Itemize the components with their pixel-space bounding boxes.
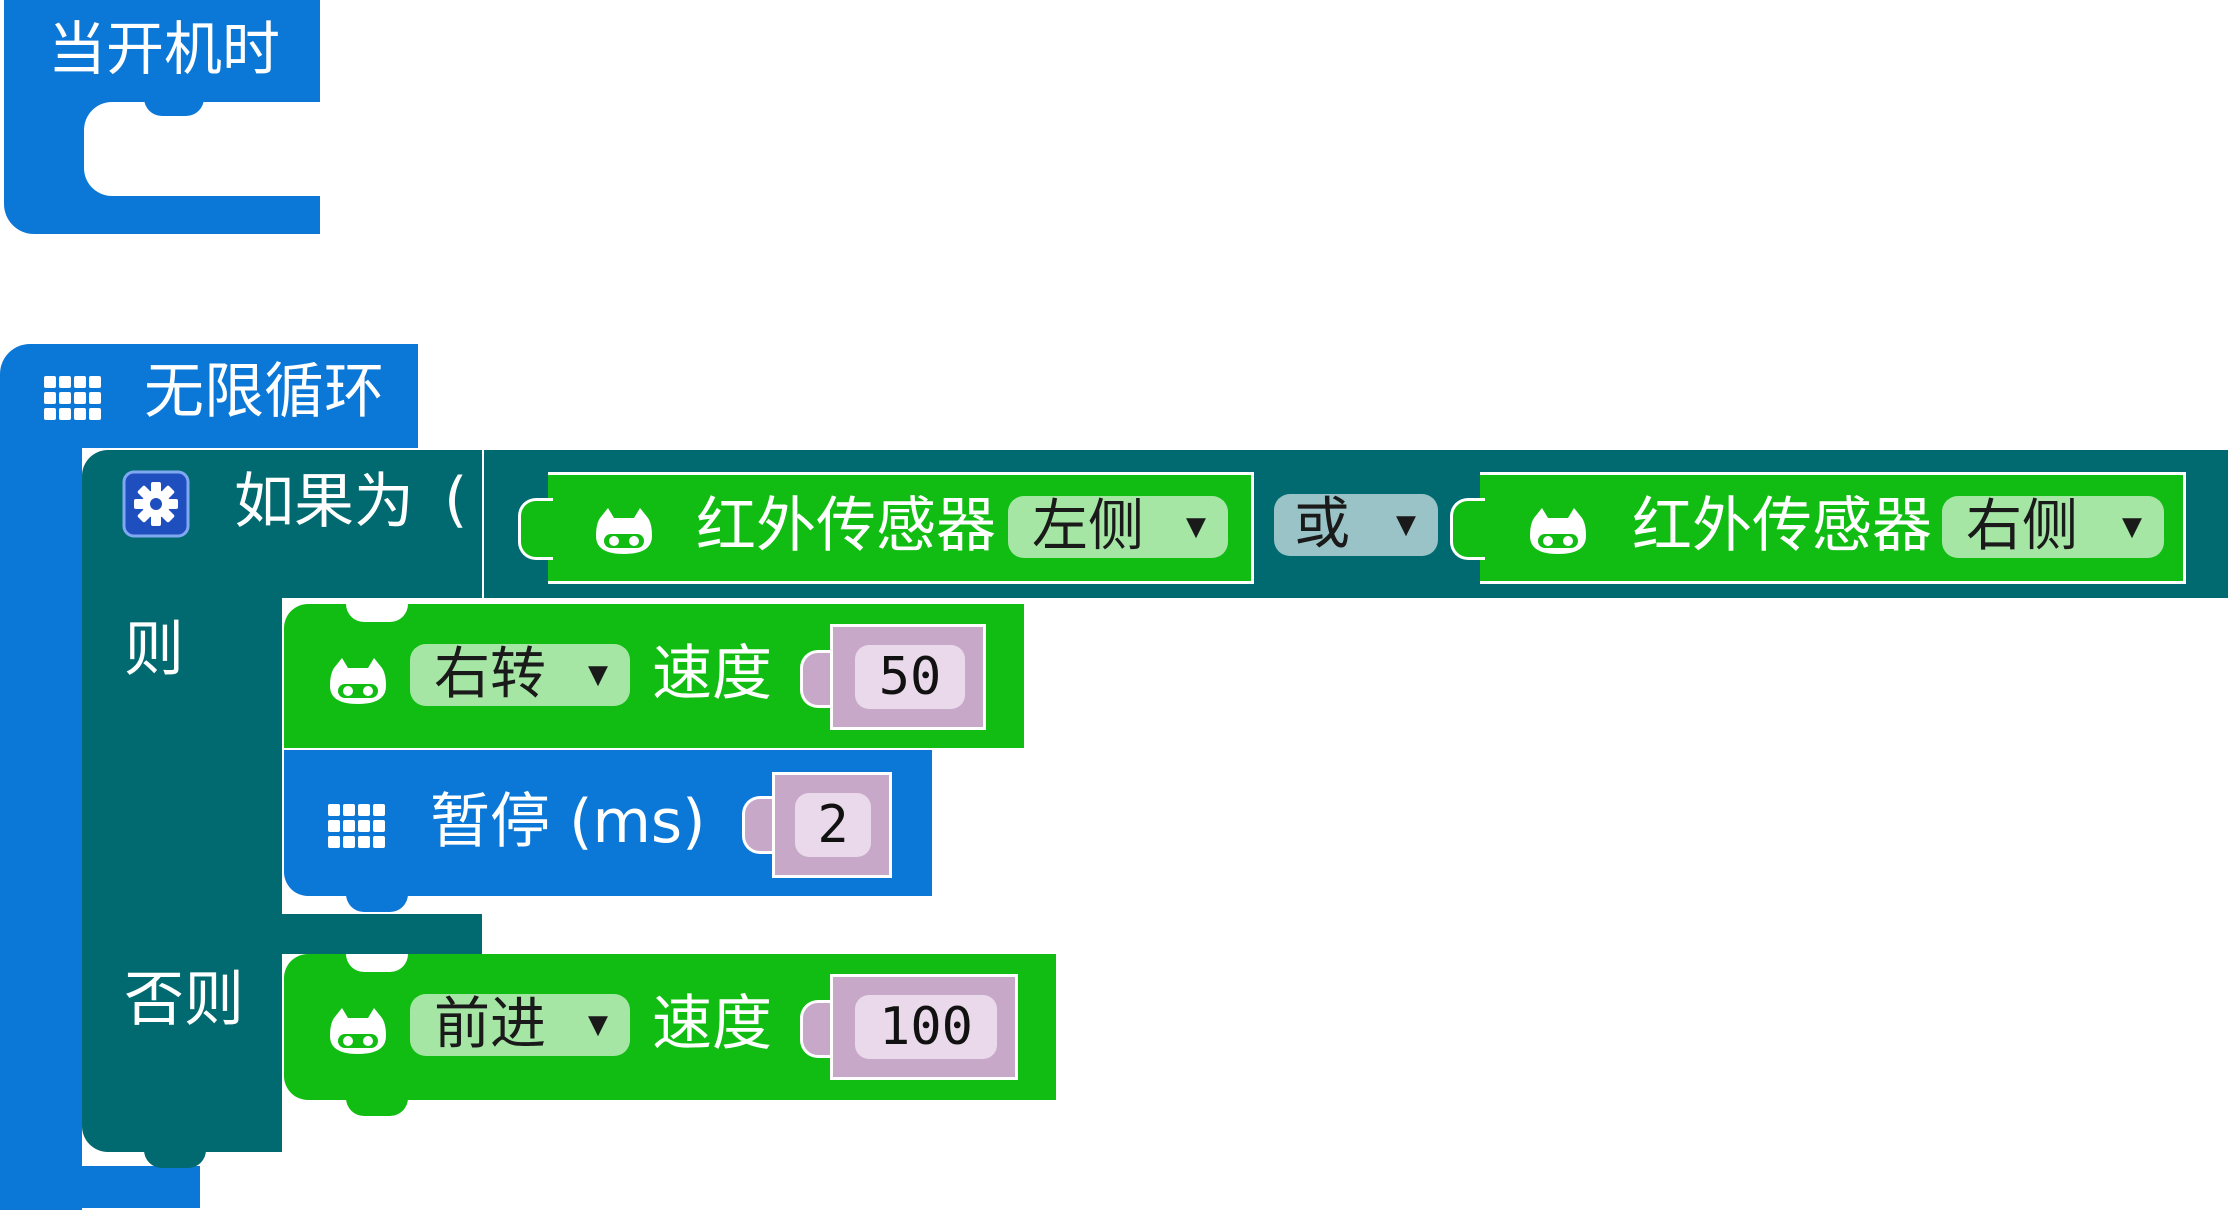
then-label: 则 bbox=[124, 615, 184, 685]
cat-robot-icon bbox=[1528, 508, 1588, 560]
if-else-tab bbox=[144, 1150, 206, 1168]
right-side-value: 右侧 bbox=[1966, 494, 2078, 559]
on-start-block[interactable] bbox=[4, 0, 320, 234]
left-sensor-label: 红外传感器 bbox=[696, 491, 996, 561]
cat-robot-icon bbox=[328, 658, 388, 710]
grid-icon bbox=[44, 376, 102, 424]
chevron-down-icon: ▼ bbox=[588, 660, 608, 690]
forever-footer bbox=[0, 1166, 200, 1208]
pause-input[interactable]: 2 bbox=[795, 793, 871, 857]
forever-body bbox=[0, 440, 82, 1210]
chevron-down-icon: ▼ bbox=[2122, 512, 2142, 542]
pause-slot: 2 bbox=[772, 772, 892, 878]
if-condition-gap bbox=[482, 450, 484, 598]
move-speed-input[interactable]: 100 bbox=[855, 995, 997, 1059]
right-side-dropdown[interactable]: 右侧 ▼ bbox=[1942, 496, 2164, 558]
move-speed-label: 速度 bbox=[652, 989, 772, 1059]
chevron-down-icon: ▼ bbox=[588, 1010, 608, 1040]
chevron-down-icon: ▼ bbox=[1396, 510, 1416, 540]
move-block-notch bbox=[346, 954, 408, 972]
right-sensor-label: 红外传感器 bbox=[1632, 491, 1932, 561]
left-side-value: 左侧 bbox=[1032, 494, 1144, 559]
or-operator-value: 或 bbox=[1294, 492, 1350, 557]
move-block-tab bbox=[346, 1098, 408, 1116]
move-direction-value: 前进 bbox=[434, 992, 546, 1057]
turn-speed-input[interactable]: 50 bbox=[855, 645, 965, 709]
chevron-down-icon: ▼ bbox=[1186, 512, 1206, 542]
or-operator-dropdown[interactable]: 或 ▼ bbox=[1274, 494, 1438, 556]
move-speed-slot: 100 bbox=[830, 974, 1018, 1080]
on-start-slot bbox=[84, 102, 320, 196]
left-sensor-connector bbox=[518, 498, 553, 560]
turn-speed-slot: 50 bbox=[830, 624, 986, 730]
pause-block-tab bbox=[346, 894, 408, 912]
if-paren: ( bbox=[444, 465, 468, 535]
forever-label: 无限循环 bbox=[144, 357, 384, 427]
turn-direction-value: 右转 bbox=[434, 642, 546, 707]
grid-icon bbox=[328, 804, 386, 852]
if-label: 如果为 bbox=[234, 467, 414, 537]
pause-label: 暂停 (ms) bbox=[430, 787, 706, 857]
turn-speed-label: 速度 bbox=[652, 639, 772, 709]
right-sensor-connector bbox=[1450, 498, 1485, 560]
gear-icon bbox=[122, 470, 190, 542]
on-start-label: 当开机时 bbox=[48, 15, 281, 83]
move-direction-dropdown[interactable]: 前进 ▼ bbox=[410, 994, 630, 1056]
left-side-dropdown[interactable]: 左侧 ▼ bbox=[1008, 496, 1228, 558]
cat-robot-icon bbox=[594, 508, 654, 560]
on-start-notch bbox=[144, 98, 204, 116]
else-label: 否则 bbox=[124, 965, 244, 1035]
turn-direction-dropdown[interactable]: 右转 ▼ bbox=[410, 644, 630, 706]
cat-robot-icon bbox=[328, 1008, 388, 1060]
turn-block-notch bbox=[346, 604, 408, 622]
